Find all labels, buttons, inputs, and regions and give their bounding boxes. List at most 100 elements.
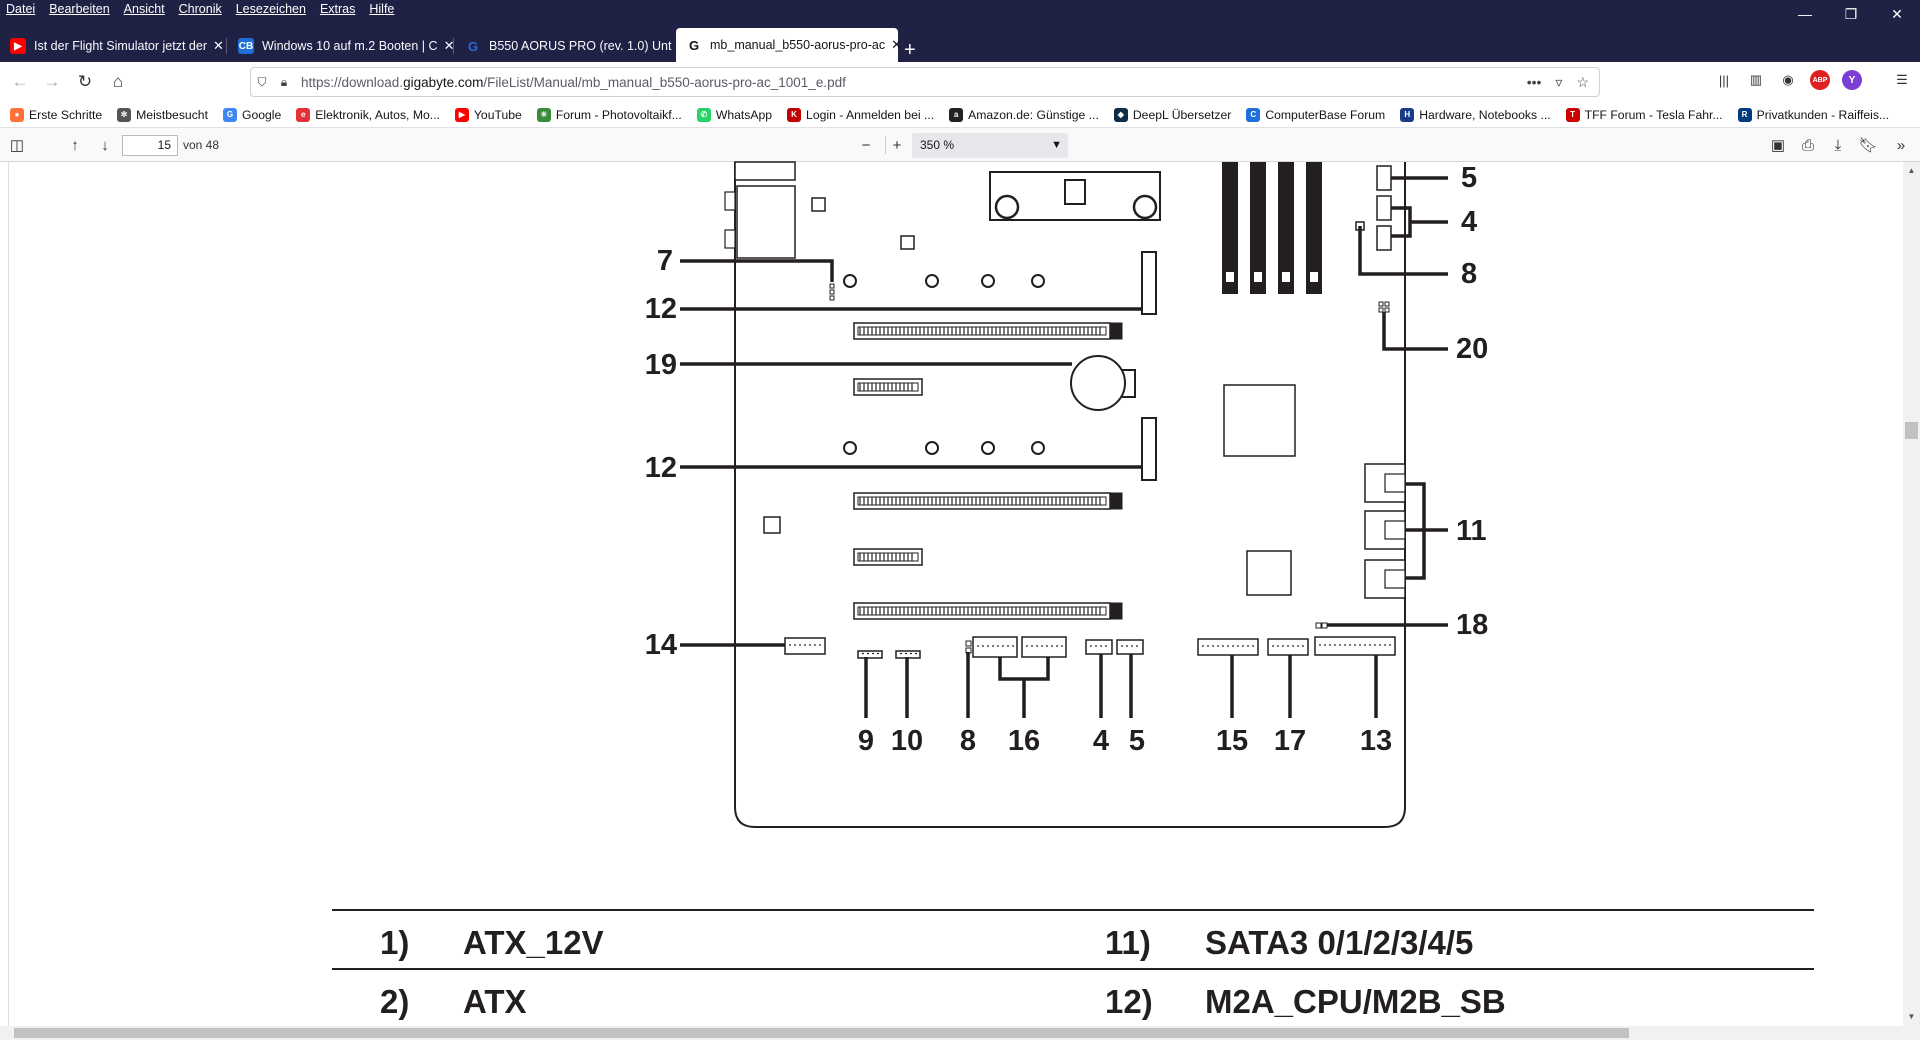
pdf-toolbar: ◫ ↑ ↓ 15 von 48 − + 350 %▼ ▣ ⎙ ⤓ 🔖︎ » [0, 128, 1920, 162]
back-button[interactable]: ← [8, 70, 32, 94]
print-icon[interactable]: ⎙ [1801, 136, 1814, 154]
close-icon[interactable]: ✕ [891, 37, 903, 52]
zoom-in-icon[interactable]: + [892, 136, 902, 154]
lock-icon[interactable]: 🔒︎ [280, 74, 288, 89]
bookmark-star-icon[interactable]: ☆ [1576, 73, 1589, 90]
url-text[interactable]: https://download.gigabyte.com/FileList/M… [301, 75, 846, 90]
menu-extras[interactable]: Extras [319, 2, 356, 16]
address-bar[interactable]: ⛉ 🔒︎ https://download.gigabyte.com/FileL… [250, 67, 1600, 97]
menu-lesezeichen[interactable]: Lesezeichen [235, 2, 306, 16]
tab-windows10[interactable]: CB Windows 10 auf m.2 Booten | C ✕ [228, 30, 454, 62]
bookmark-item[interactable]: ●Erste Schritte [10, 107, 102, 122]
zoom-select[interactable]: 350 %▼ [912, 133, 1068, 158]
slot-latch [1110, 492, 1123, 510]
close-window-button[interactable]: ✕ [1891, 5, 1903, 22]
menu-chronik[interactable]: Chronik [178, 2, 222, 16]
menu-ansicht[interactable]: Ansicht [123, 2, 165, 16]
tesla-icon: T [1565, 107, 1580, 122]
jumper-pin [1384, 307, 1390, 313]
page-number-input[interactable]: 15 [122, 135, 178, 156]
bookmark-item[interactable]: ☀Forum - Photovoltaikf... [536, 107, 682, 122]
callout-number: 13 [1360, 725, 1392, 757]
close-icon[interactable]: ✕ [443, 38, 455, 53]
leader-line [1358, 226, 1448, 276]
hamburger-menu-icon[interactable]: ☰ [1896, 72, 1908, 87]
home-button[interactable]: ⌂ [106, 70, 130, 94]
vertical-scrollbar[interactable]: ▲ ▼ [1903, 162, 1920, 1030]
tab-flight-simulator[interactable]: ▶ Ist der Flight Simulator jetzt der ✕ [0, 30, 224, 62]
leader-line [1391, 206, 1448, 238]
url-prefix: https://download. [301, 74, 404, 90]
scrollbar-thumb[interactable] [1905, 422, 1918, 439]
bookmark-item[interactable]: ✆WhatsApp [696, 107, 772, 122]
account-icon[interactable]: ◉ [1782, 72, 1794, 87]
pocket-icon[interactable]: ▿ [1555, 73, 1563, 90]
pcie-x16-slot-pins [857, 606, 1107, 616]
next-page-icon[interactable]: ↓ [101, 136, 109, 154]
dimm-latch [1282, 272, 1290, 282]
save-icon[interactable]: ⤓ [1834, 136, 1842, 154]
sidebar-icon[interactable]: ▥ [1749, 72, 1763, 87]
zoom-out-icon[interactable]: − [861, 136, 871, 154]
reload-button[interactable]: ↻ [73, 70, 97, 94]
amazon-icon: a [949, 107, 964, 122]
horizontal-scrollbar[interactable] [0, 1026, 1920, 1040]
bookmark-label: Privatkunden - Raiffeis... [1756, 107, 1890, 122]
library-icon[interactable]: ||| [1718, 72, 1730, 88]
minimize-button[interactable]: — [1798, 6, 1812, 22]
restore-button[interactable]: ❐ [1844, 5, 1858, 22]
previous-page-icon[interactable]: ↑ [71, 136, 79, 154]
forward-button[interactable]: → [40, 70, 64, 94]
m2-standoff [925, 441, 939, 455]
front-panel-header [1314, 636, 1396, 656]
usb2-header [972, 636, 1018, 658]
menu-bearbeiten[interactable]: Bearbeiten [49, 2, 110, 16]
tab-manual-pdf[interactable]: G mb_manual_b550-aorus-pro-ac ✕ [676, 28, 902, 62]
tab-b550-aorus[interactable]: G B550 AORUS PRO (rev. 1.0) Unt ✕ [455, 30, 688, 62]
dimm-slot [1250, 162, 1266, 294]
new-tab-button[interactable]: + [904, 39, 916, 61]
home-icon: ⌂ [112, 72, 124, 91]
gigabyte-icon: G [467, 38, 479, 54]
slot-latch [1110, 322, 1123, 340]
io-block [724, 191, 736, 211]
callout-number: 12 [645, 452, 677, 484]
tracking-shield-icon[interactable]: ⛉ [257, 74, 267, 89]
bookmark-item[interactable]: ▶YouTube [454, 107, 522, 122]
tools-chevron-icon[interactable]: » [1896, 136, 1906, 154]
callout-number: 5 [1129, 725, 1145, 757]
bookmark-label: Login - Anmelden bei ... [806, 107, 935, 122]
bookmark-item[interactable]: ◆DeepL Übersetzer [1113, 107, 1231, 122]
scroll-down-icon[interactable]: ▼ [1907, 1012, 1916, 1021]
bookmark-icon[interactable]: 🔖︎ [1858, 137, 1878, 154]
extension-icon[interactable]: Y [1842, 70, 1862, 90]
menu-datei[interactable]: Datei [6, 2, 36, 16]
bookmark-item[interactable]: K Login - Anmelden bei ... [787, 107, 935, 122]
sidebar-toggle-icon[interactable]: ◫ [9, 137, 25, 154]
bookmark-item[interactable]: ✲Meistbesucht [117, 107, 208, 122]
usb2-header [1021, 636, 1067, 658]
callout-number: 10 [891, 725, 923, 757]
tab-title: Windows 10 auf m.2 Booten | C [262, 39, 438, 53]
presentation-mode-icon[interactable]: ▣ [1770, 137, 1786, 154]
k-icon: K [787, 107, 802, 122]
url-path: /FileList/Manual/mb_manual_b550-aorus-pr… [483, 74, 846, 90]
scrollbar-thumb[interactable] [14, 1028, 1629, 1038]
menu-hilfe[interactable]: Hilfe [369, 2, 395, 16]
jumper-pin [829, 295, 835, 301]
bookmark-label: YouTube [473, 107, 522, 122]
chevron-down-icon: ▼ [1051, 139, 1062, 151]
page-actions-icon[interactable]: ••• [1526, 73, 1542, 90]
tab-separator [453, 38, 454, 54]
close-icon[interactable]: ✕ [212, 38, 224, 53]
scroll-up-icon[interactable]: ▲ [1907, 166, 1916, 175]
adblock-icon[interactable]: ABP [1810, 70, 1830, 90]
